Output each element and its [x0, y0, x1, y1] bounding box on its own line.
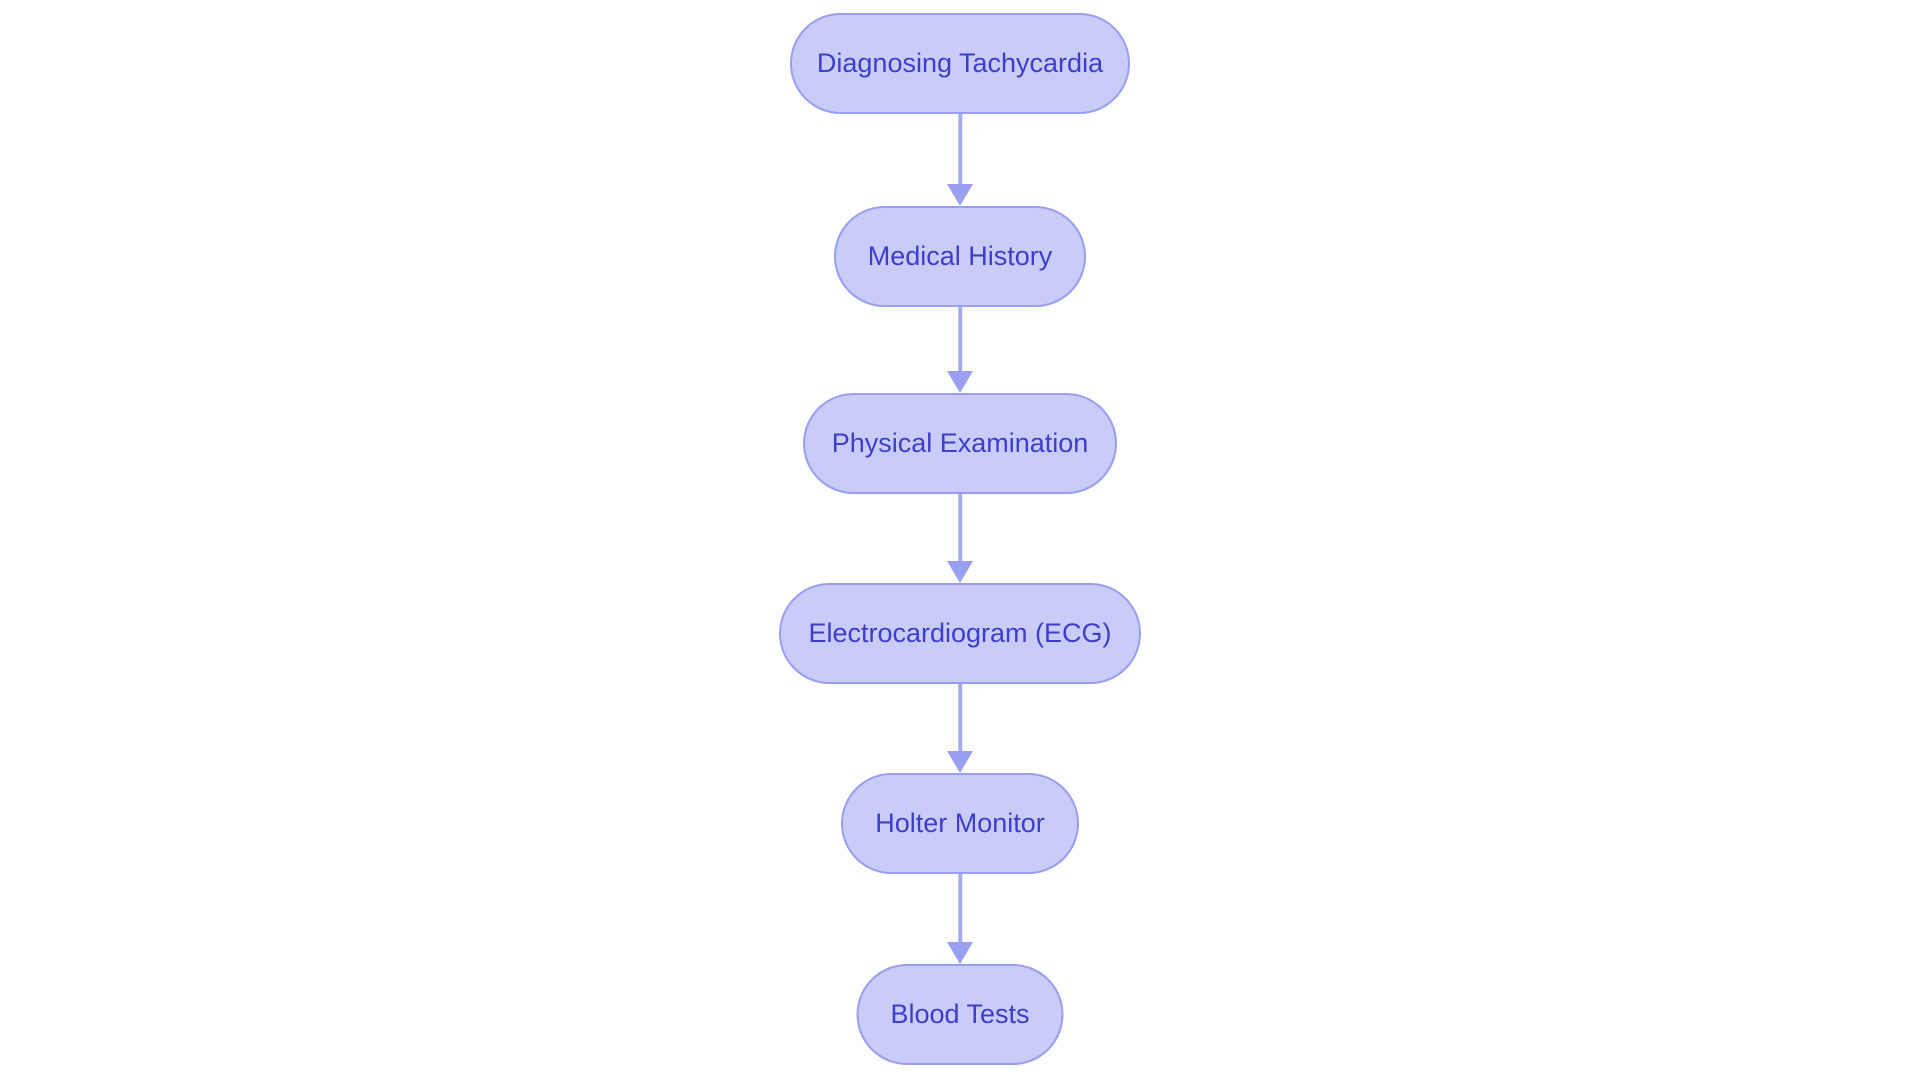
flow-node-label: Blood Tests [890, 999, 1030, 1029]
arrow-down-icon [947, 371, 973, 393]
arrow-down-icon [947, 184, 973, 206]
flow-edge-1 [947, 114, 973, 206]
flow-node-label: Holter Monitor [875, 808, 1045, 838]
arrow-line [958, 874, 962, 945]
arrow-line [958, 114, 962, 187]
arrow-line [958, 684, 962, 754]
arrow-line [958, 494, 962, 564]
flow-node-medical-history: Medical History [834, 206, 1086, 307]
flow-node-label: Physical Examination [831, 428, 1089, 458]
flow-edge-2 [947, 307, 973, 393]
arrow-down-icon [947, 561, 973, 583]
arrow-line [958, 307, 962, 374]
flow-edge-4 [947, 684, 973, 773]
arrow-down-icon [947, 942, 973, 964]
flow-node-electrocardiogram-ecg: Electrocardiogram (ECG) [779, 583, 1141, 684]
flow-node-holter-monitor: Holter Monitor [841, 773, 1079, 874]
flow-edge-5 [947, 874, 973, 964]
flow-node-label: Electrocardiogram (ECG) [808, 618, 1112, 648]
flow-node-physical-examination: Physical Examination [803, 393, 1117, 494]
flow-edge-3 [947, 494, 973, 583]
flow-node-label: Medical History [867, 241, 1053, 271]
flow-node-blood-tests: Blood Tests [856, 964, 1064, 1065]
arrow-down-icon [947, 751, 973, 773]
flow-node-label: Diagnosing Tachycardia [816, 48, 1104, 78]
flow-node-diagnosing-tachycardia: Diagnosing Tachycardia [790, 13, 1130, 114]
